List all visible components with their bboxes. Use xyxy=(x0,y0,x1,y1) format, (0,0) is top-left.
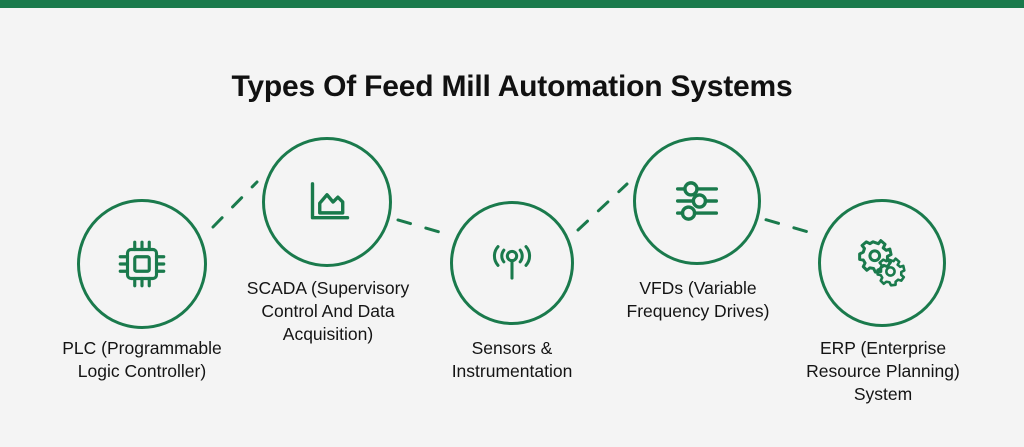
node-circle-vfds[interactable] xyxy=(633,137,761,265)
node-circle-erp[interactable] xyxy=(818,199,946,327)
sliders-icon xyxy=(665,169,729,233)
node-circle-scada[interactable] xyxy=(262,137,392,267)
cpu-chip-icon xyxy=(110,232,174,296)
connector-plc-to-scada xyxy=(211,180,259,229)
connector-sensors-to-vfds xyxy=(576,182,629,232)
node-circle-sensors[interactable] xyxy=(450,201,574,325)
node-label-plc: PLC (Programmable Logic Controller) xyxy=(62,338,222,382)
page-title: Types Of Feed Mill Automation Systems xyxy=(231,70,793,104)
antenna-signal-icon xyxy=(481,232,543,294)
node-label-erp: ERP (Enterprise Resource Planning) Syste… xyxy=(806,338,960,405)
area-chart-icon xyxy=(295,170,359,234)
top-accent-bar xyxy=(0,0,1024,8)
node-circle-plc[interactable] xyxy=(77,199,207,329)
node-label-scada: SCADA (Supervisory Control And Data Acqu… xyxy=(246,278,410,345)
node-label-sensors: Sensors & Instrumentation xyxy=(451,338,573,382)
connector-vfds-to-erp xyxy=(764,218,819,237)
gears-icon xyxy=(850,231,914,295)
connector-scada-to-sensors xyxy=(396,218,449,236)
node-label-vfds: VFDs (Variable Frequency Drives) xyxy=(626,278,770,322)
